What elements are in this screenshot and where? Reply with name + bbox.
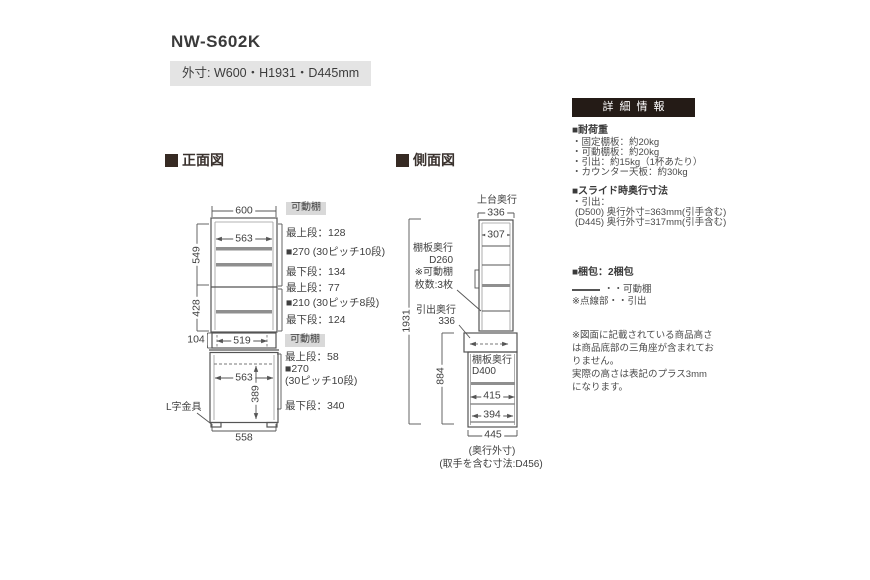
top-depth-label: 上台奥行 — [477, 194, 517, 206]
shelf-spec-line: 最下段：134 — [286, 266, 346, 278]
shelf-count-note: 枚数:3枚 — [414, 280, 453, 291]
shelf-depth-value-1: D260 — [429, 255, 453, 266]
shelf-spec-line: 最下段：340 — [285, 400, 345, 412]
shelf-spec-line: ■270 (30ピッチ10段) — [286, 246, 386, 258]
dim-side-bottom-depth: 445 — [482, 428, 504, 441]
dim-front-drawer-width: 519 — [231, 334, 253, 347]
drawer-depth-label: 引出奥行 — [416, 305, 456, 316]
legend-solid-label: ・・可動棚 — [604, 284, 652, 295]
dim-front-upper-height: 549 — [190, 244, 203, 266]
dim-side-415: 415 — [481, 389, 503, 402]
shelf-depth-label-1: 棚板奥行 — [413, 243, 453, 254]
load-capacity-item: ・可動棚板：約20kg — [572, 147, 660, 158]
slide-depth-item: ・引出： — [572, 197, 611, 208]
height-note-line: ※図面に記載されている商品高さ — [572, 330, 713, 341]
shelf-spec-line: ■270 — [285, 363, 309, 375]
movable-shelf-note: ※可動棚 — [414, 267, 453, 278]
square-bullet-icon — [165, 153, 178, 167]
shelf-depth-value-2: D400 — [472, 366, 496, 377]
shelf-spec-line: 最上段：77 — [286, 282, 340, 294]
dim-side-counter-height: 884 — [434, 365, 447, 387]
legend-dotted-label: ※点線部・・引出 — [572, 296, 647, 307]
solid-line-icon — [572, 289, 600, 291]
load-capacity-item: ・引出：約15kg（1杯あたり） — [572, 157, 703, 168]
details-header: 詳細情報 — [572, 98, 695, 117]
dim-side-394: 394 — [481, 408, 503, 421]
l-bracket-label: L字金具 — [166, 402, 202, 413]
front-view-heading-label: 正面図 — [182, 152, 224, 168]
movable-shelf-tag-lower: 可動棚 — [285, 334, 325, 347]
height-note-line: になります。 — [572, 382, 629, 393]
dim-side-inner-depth: 307 — [485, 228, 507, 241]
load-capacity-item: ・固定棚板：約20kg — [572, 137, 660, 148]
shelf-spec-line: ■210 (30ピッチ8段) — [286, 297, 380, 309]
dim-front-counter-height: 104 — [185, 333, 207, 346]
handle-depth-note: (取手を含む寸法:D456) — [439, 458, 543, 470]
outer-depth-note: (奥行外寸) — [468, 445, 516, 457]
dim-front-inner-width-upper: 563 — [233, 232, 255, 245]
dim-side-drawer-depth: 336 — [438, 316, 455, 327]
square-bullet-icon — [396, 153, 409, 167]
outer-dimensions-badge: 外寸: W600・H1931・D445mm — [170, 61, 372, 87]
slide-depth-item: (D500) 奥行外寸=363mm(引手含む) — [575, 207, 727, 218]
packing-info: ■梱包：2梱包 — [572, 267, 634, 278]
shelf-spec-line: 最上段：58 — [285, 351, 339, 363]
slide-depth-item: (D445) 奥行外寸=317mm(引手含む) — [575, 217, 727, 228]
dim-front-inner-width-lower: 563 — [233, 371, 255, 384]
dim-front-bottom-width: 558 — [233, 431, 255, 444]
dim-side-top-depth: 336 — [485, 206, 507, 219]
side-view-heading: 側面図 — [396, 153, 455, 168]
load-capacity-title: ■耐荷重 — [572, 125, 609, 136]
dim-side-total-height: 1931 — [400, 307, 413, 335]
page-title: NW-S602K — [171, 32, 261, 51]
load-capacity-item: ・カウンター天板：約30kg — [572, 167, 688, 178]
dim-front-outer-width: 600 — [233, 204, 255, 217]
shelf-spec-line: (30ピッチ10段) — [285, 375, 358, 387]
front-view-heading: 正面図 — [165, 153, 224, 168]
dim-front-lower-inner-height: 389 — [249, 383, 262, 405]
shelf-spec-line: 最下段：124 — [286, 314, 346, 326]
shelf-depth-label-2: 棚板奥行 — [472, 355, 512, 366]
dim-front-mid-height: 428 — [190, 297, 203, 319]
side-view-heading-label: 側面図 — [413, 152, 455, 168]
height-note-line: りません。 — [572, 356, 620, 367]
movable-shelf-tag-upper: 可動棚 — [286, 202, 326, 215]
height-note-line: は商品底部の三角座が含まれてお — [572, 343, 714, 354]
slide-depth-title: ■スライド時奥行寸法 — [572, 186, 669, 197]
height-note-line: 実際の高さは表記のプラス3mm — [572, 369, 707, 380]
shelf-spec-line: 最上段：128 — [286, 227, 346, 239]
